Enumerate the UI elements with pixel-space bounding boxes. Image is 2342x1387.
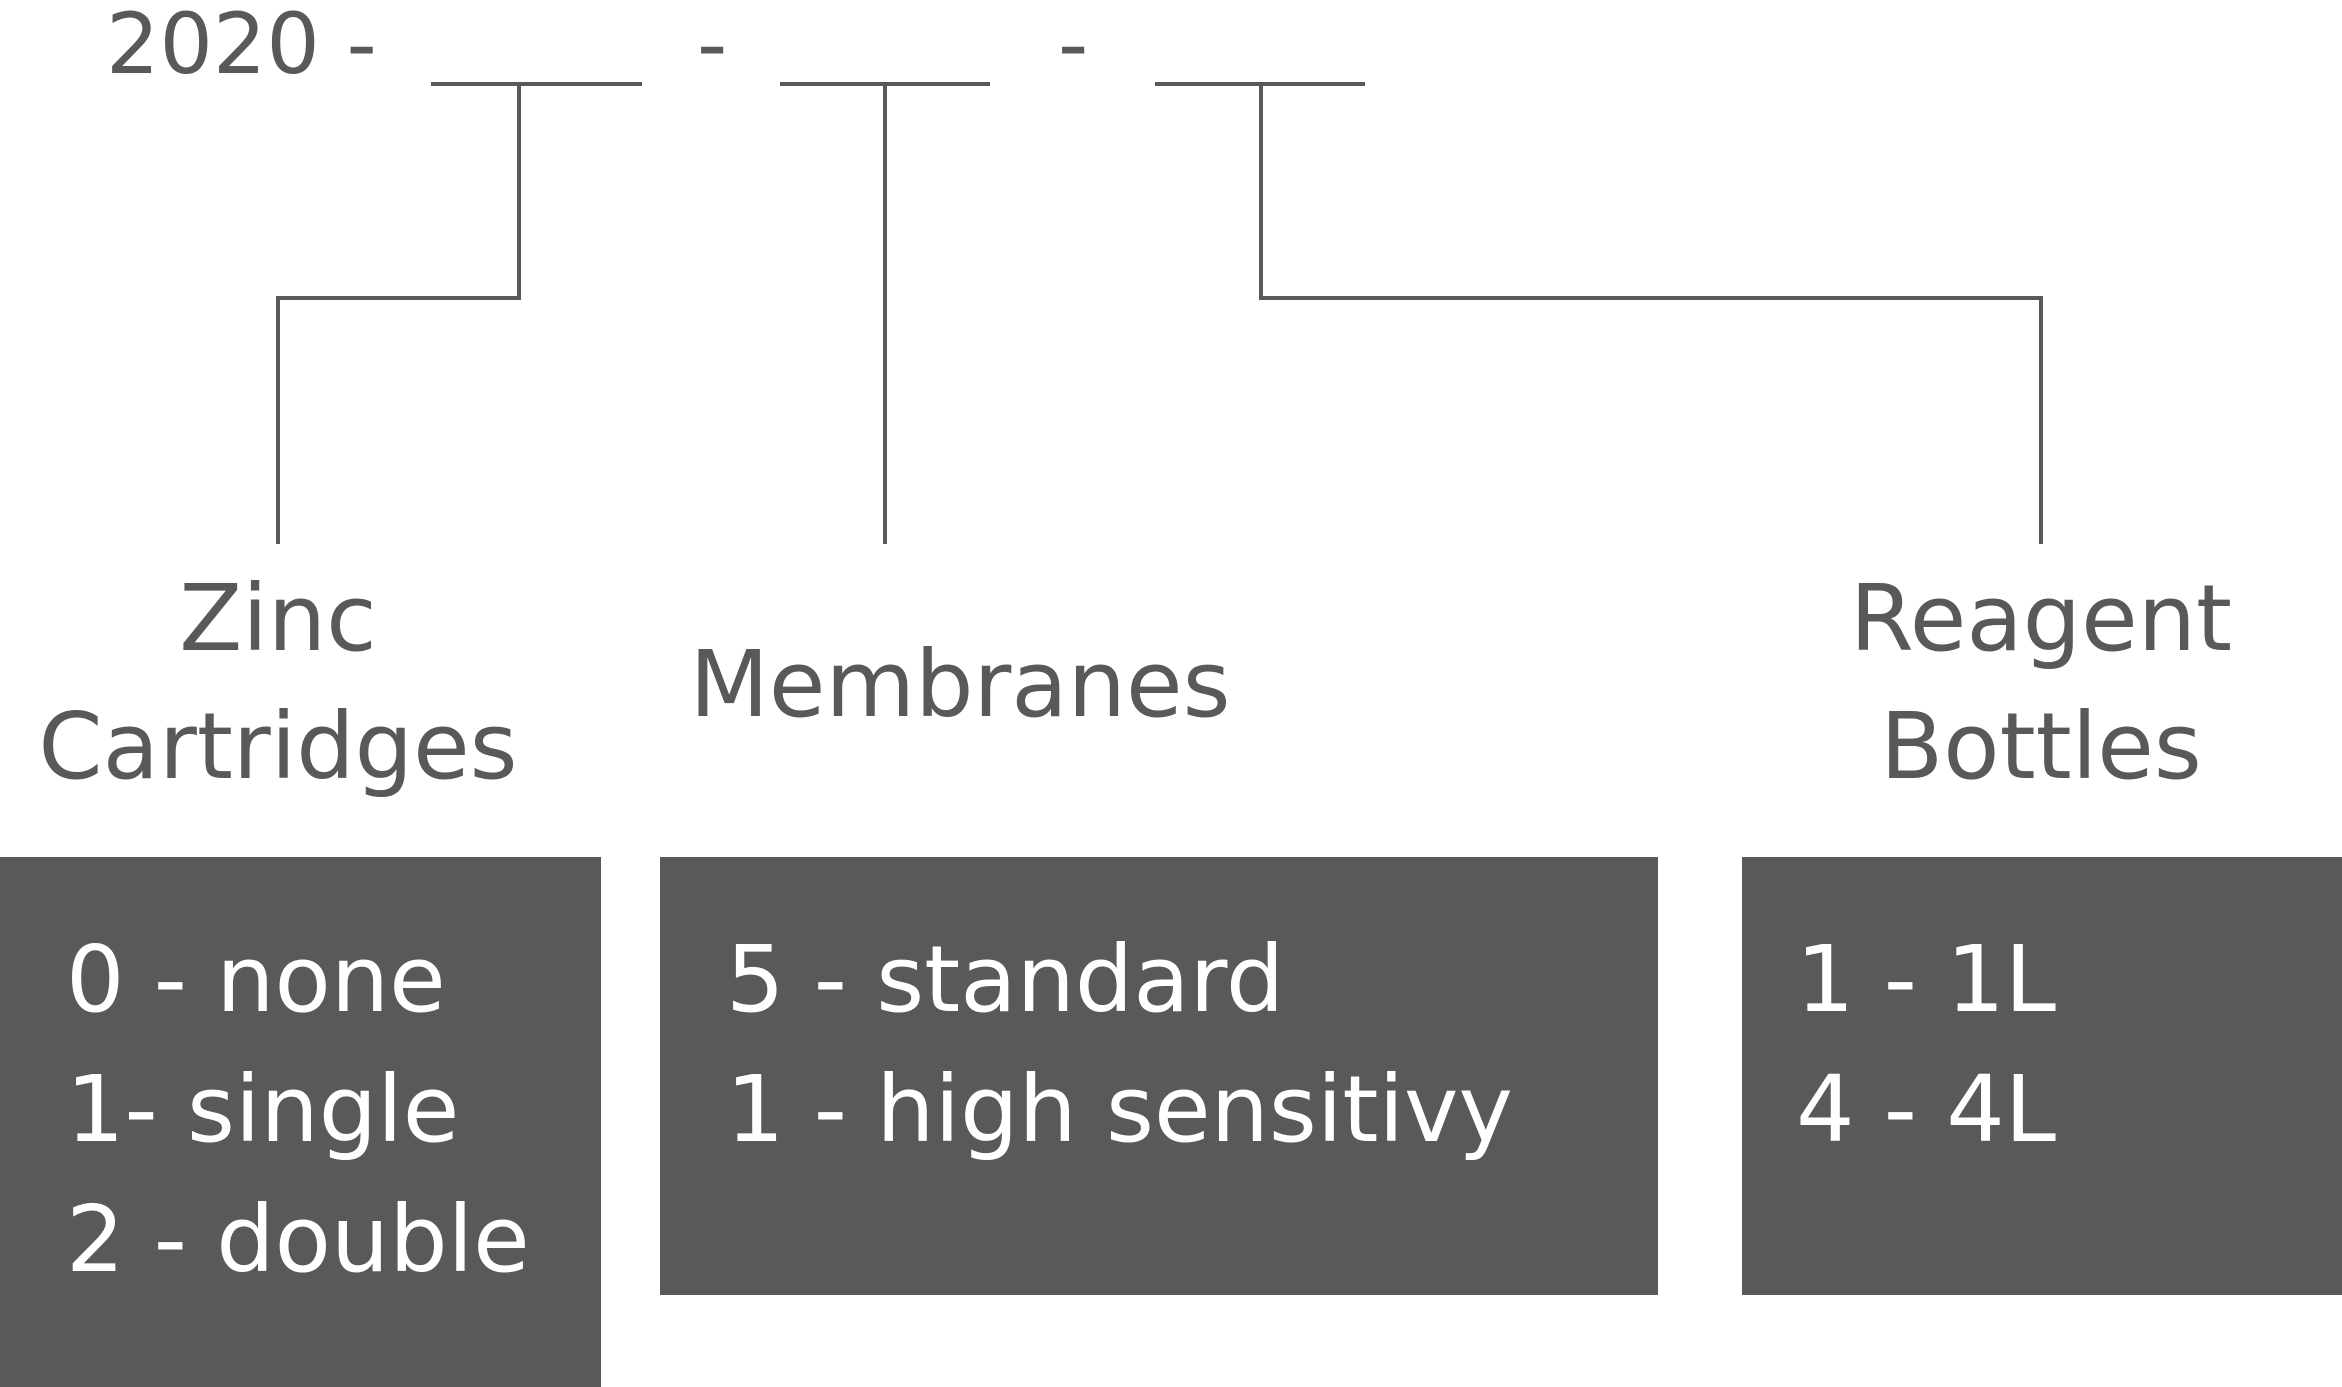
option-membrane-0: 5 - standard xyxy=(726,926,1285,1033)
label-membranes-line1: Membranes xyxy=(689,631,1231,738)
option-zinc-0: 0 - none xyxy=(66,926,446,1033)
label-zinc-cartridges-line1: Zinc xyxy=(179,565,377,672)
options-list-reagent-bottles: 1 - 1L 4 - 4L xyxy=(1796,915,2056,1175)
connector-zinc-cartridges xyxy=(276,82,521,544)
code-prefix: 2020 - xyxy=(106,0,377,93)
code-separator-1: - xyxy=(697,0,728,93)
option-reagent-0: 1 - 1L xyxy=(1796,926,2057,1033)
option-reagent-1: 4 - 4L xyxy=(1796,1056,2057,1163)
option-membrane-1: 1 - high sensitivy xyxy=(726,1056,1513,1163)
connector-reagent-bottles xyxy=(1259,82,2043,544)
options-box-reagent-bottles: 1 - 1L 4 - 4L xyxy=(1742,857,2342,1295)
label-zinc-cartridges-line2: Cartridges xyxy=(38,693,518,800)
label-reagent-bottles-line1: Reagent xyxy=(1849,565,2233,672)
label-zinc-cartridges: Zinc Cartridges xyxy=(18,555,538,811)
code-separator-2: - xyxy=(1058,0,1089,93)
option-zinc-1: 1- single xyxy=(66,1056,460,1163)
label-membranes: Membranes xyxy=(660,621,1260,749)
label-reagent-bottles: Reagent Bottles xyxy=(1781,555,2301,811)
option-zinc-2: 2 - double xyxy=(66,1186,530,1293)
options-box-membranes: 5 - standard 1 - high sensitivy xyxy=(660,857,1658,1295)
label-reagent-bottles-line2: Bottles xyxy=(1880,693,2202,800)
options-list-zinc-cartridges: 0 - none 1- single 2 - double xyxy=(66,915,530,1305)
options-box-zinc-cartridges: 0 - none 1- single 2 - double xyxy=(0,857,601,1387)
options-list-membranes: 5 - standard 1 - high sensitivy xyxy=(726,915,1513,1175)
